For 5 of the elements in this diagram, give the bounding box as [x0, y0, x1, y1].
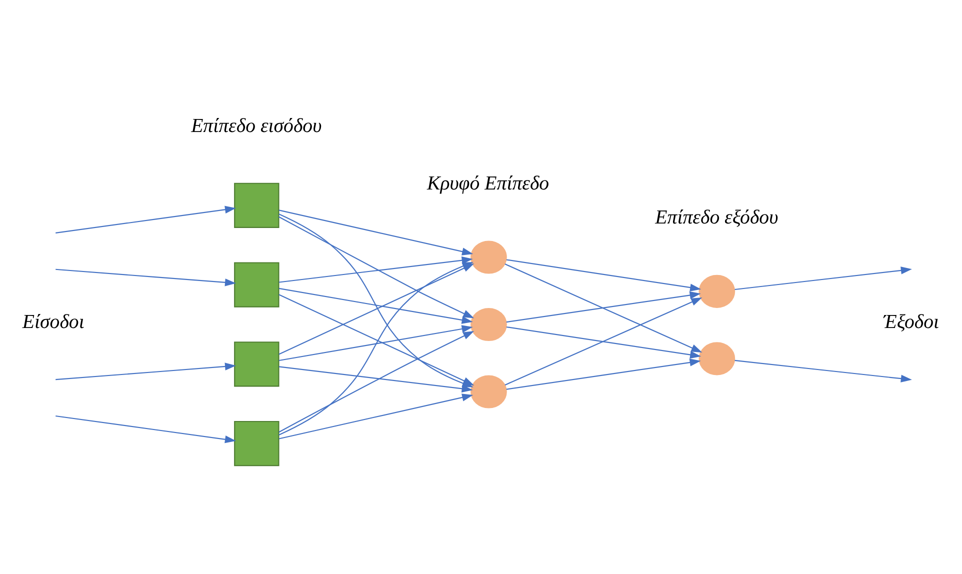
label: Έξοδοι	[883, 311, 940, 334]
label: Επίπεδο εξόδου	[655, 206, 778, 228]
label: Κρυφό Επίπεδο	[426, 172, 550, 194]
label: Επίπεδο εισόδου	[191, 115, 322, 137]
label: Είσοδοι	[22, 311, 84, 334]
